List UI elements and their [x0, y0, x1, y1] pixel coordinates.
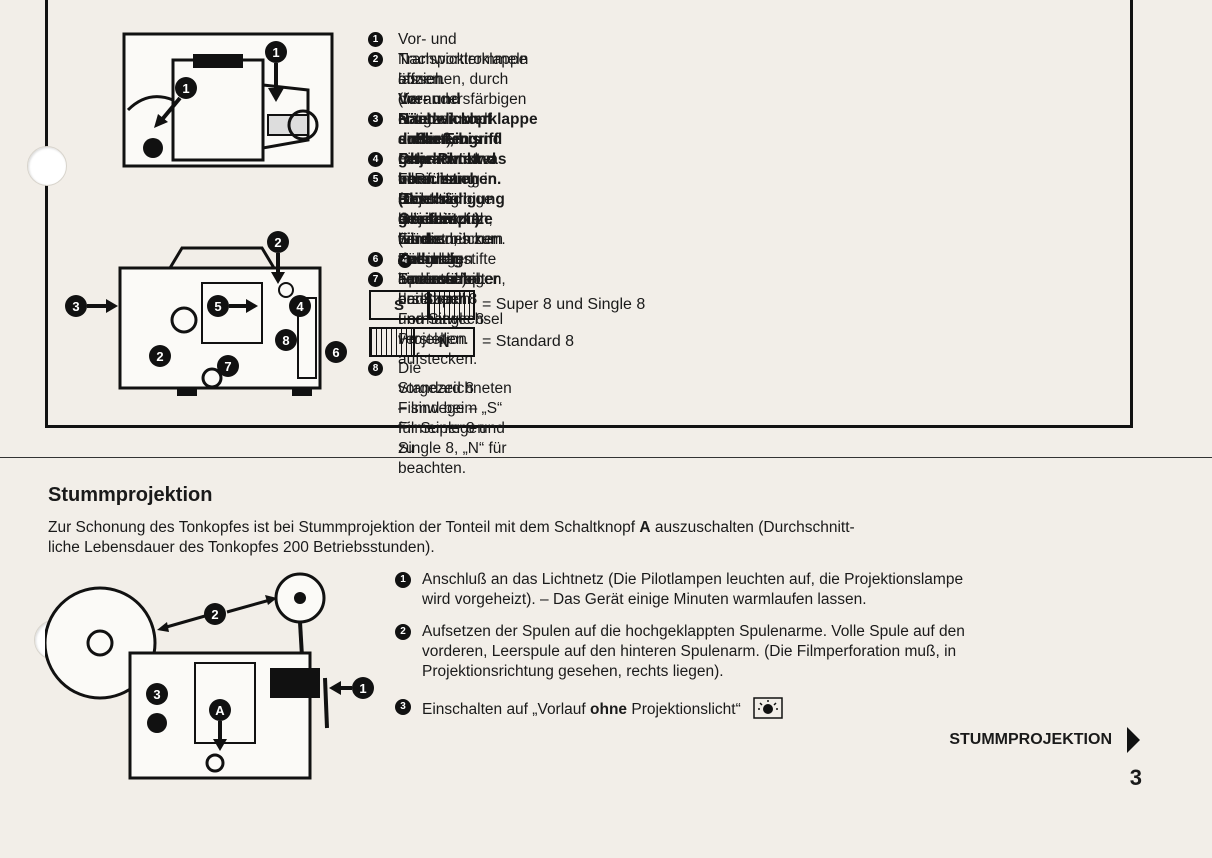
- section-intro: Zur Schonung des Tonkopfes ist bei Stumm…: [48, 519, 855, 556]
- legend-standard8-label: = Standard 8: [482, 333, 575, 350]
- legend-standard8-box: N: [369, 327, 475, 357]
- svg-text:5: 5: [214, 299, 221, 314]
- section-divider: [0, 457, 1212, 458]
- svg-text:3: 3: [72, 299, 79, 314]
- projector-closeup-illustration: 1 1: [122, 32, 334, 168]
- svg-text:3: 3: [153, 687, 160, 702]
- callout-2-bottom: 2: [149, 345, 171, 367]
- callout-2-top: 2: [267, 231, 289, 284]
- svg-text:2: 2: [274, 235, 281, 250]
- callout-3-switch: 3: [146, 683, 168, 705]
- callout-4: 4: [289, 295, 311, 317]
- next-section-link[interactable]: STUMMPROJEKTION: [949, 731, 1112, 748]
- callout-1-right: 1: [265, 41, 287, 102]
- callout-3: 3: [65, 295, 118, 317]
- legend-s-letter: S: [371, 292, 429, 318]
- legend-super8-box: S: [369, 290, 475, 320]
- section-title: Stummprojektion: [48, 484, 213, 506]
- page-number: 3: [1129, 765, 1142, 790]
- binder-hole-top: [27, 146, 67, 186]
- inline-number-4: 4: [398, 254, 412, 268]
- projector-reels-illustration: 2 1 3 A: [45, 572, 374, 780]
- legend-super8-label: = Super 8 und Single 8: [482, 296, 646, 313]
- legend-n-letter: N: [438, 333, 450, 351]
- svg-text:2: 2: [211, 607, 218, 622]
- callout-a-button: A: [209, 699, 231, 751]
- top-section-frame: [45, 0, 1133, 428]
- projector-front-illustration: 3 2 5 4 8 6 2 7: [65, 231, 347, 396]
- next-arrow-icon[interactable]: [1127, 727, 1140, 753]
- callout-6: 6: [325, 341, 347, 363]
- callout-5: 5: [207, 295, 258, 317]
- svg-text:4: 4: [296, 299, 304, 314]
- svg-text:1: 1: [182, 81, 189, 96]
- svg-text:1: 1: [272, 45, 279, 60]
- callout-8: 8: [275, 329, 297, 351]
- legend-s-hatch: [429, 292, 473, 318]
- svg-text:2: 2: [156, 349, 163, 364]
- svg-text:8: 8: [282, 333, 289, 348]
- projection-light-off-icon: [753, 697, 783, 719]
- callout-1-left: 1: [154, 77, 197, 128]
- svg-text:6: 6: [332, 345, 339, 360]
- callout-1-plug: 1: [329, 677, 374, 699]
- legend-n-hatch: [371, 329, 415, 355]
- svg-text:7: 7: [224, 359, 231, 374]
- callout-7: 7: [217, 355, 239, 377]
- svg-text:A: A: [215, 703, 225, 718]
- callout-2-reels: 2: [157, 595, 277, 632]
- svg-text:1: 1: [359, 681, 366, 696]
